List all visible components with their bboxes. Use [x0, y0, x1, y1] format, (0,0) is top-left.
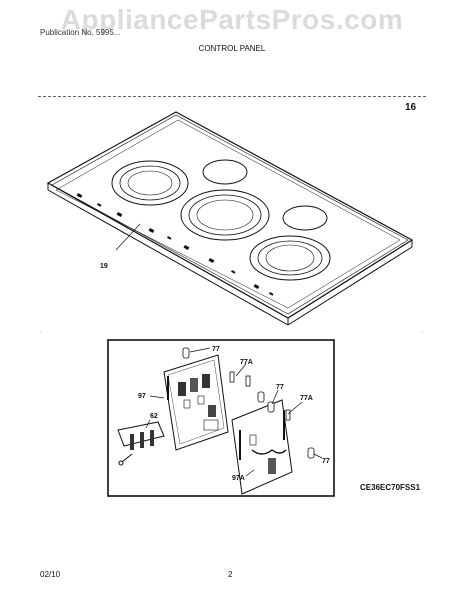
interface-board — [231, 399, 293, 495]
callout-77-bottom: 77 — [322, 458, 330, 465]
burner-elements — [111, 159, 331, 281]
callout-97: 97 — [138, 393, 146, 400]
footer-date: 02/10 — [40, 570, 61, 579]
watermark-text: AppliancePartsPros.com — [60, 4, 404, 35]
standoff-screws — [182, 347, 315, 459]
callout-77A-right: 77A — [300, 395, 313, 402]
callout-62: 62 — [150, 413, 158, 420]
callout-leaders — [145, 347, 323, 477]
figure-number: 16 — [405, 102, 417, 113]
callout-19-label: 19 — [100, 263, 108, 270]
model-number: CE36EC70FSS1 — [360, 483, 421, 492]
publication-header: Publication No. 5995... — [40, 28, 121, 37]
section-title: CONTROL PANEL — [198, 44, 266, 53]
callout-77A-upper: 77A — [240, 359, 253, 366]
wire-connector — [117, 421, 165, 466]
margin-mark-left: ʼ — [40, 332, 41, 338]
touch-control-strip — [76, 193, 274, 296]
header-divider — [38, 96, 426, 97]
detail-frame — [107, 339, 335, 497]
footer-page-number: 2 — [228, 570, 233, 579]
margin-mark-right: ʼ — [422, 332, 423, 338]
callout-19: 19 — [100, 223, 141, 270]
control-board — [163, 354, 229, 451]
cooktop-glass — [46, 111, 414, 326]
callout-97A: 97A — [232, 475, 245, 482]
callout-77-middle: 77 — [276, 384, 284, 391]
callout-77-top: 77 — [212, 346, 220, 353]
